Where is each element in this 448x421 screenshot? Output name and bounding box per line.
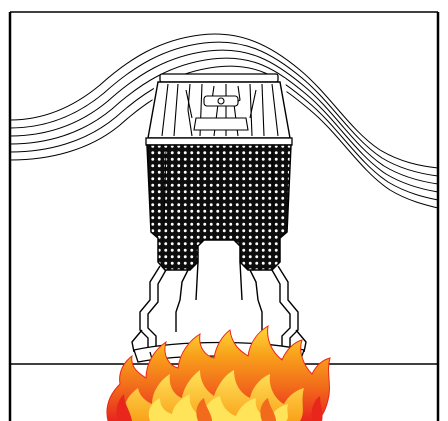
support-legs bbox=[132, 262, 306, 352]
perforated-mesh bbox=[147, 145, 291, 270]
canister-band bbox=[146, 138, 292, 145]
hanging-stove-icon bbox=[132, 74, 306, 366]
stove-lid bbox=[160, 74, 278, 82]
flames-icon bbox=[107, 326, 330, 421]
